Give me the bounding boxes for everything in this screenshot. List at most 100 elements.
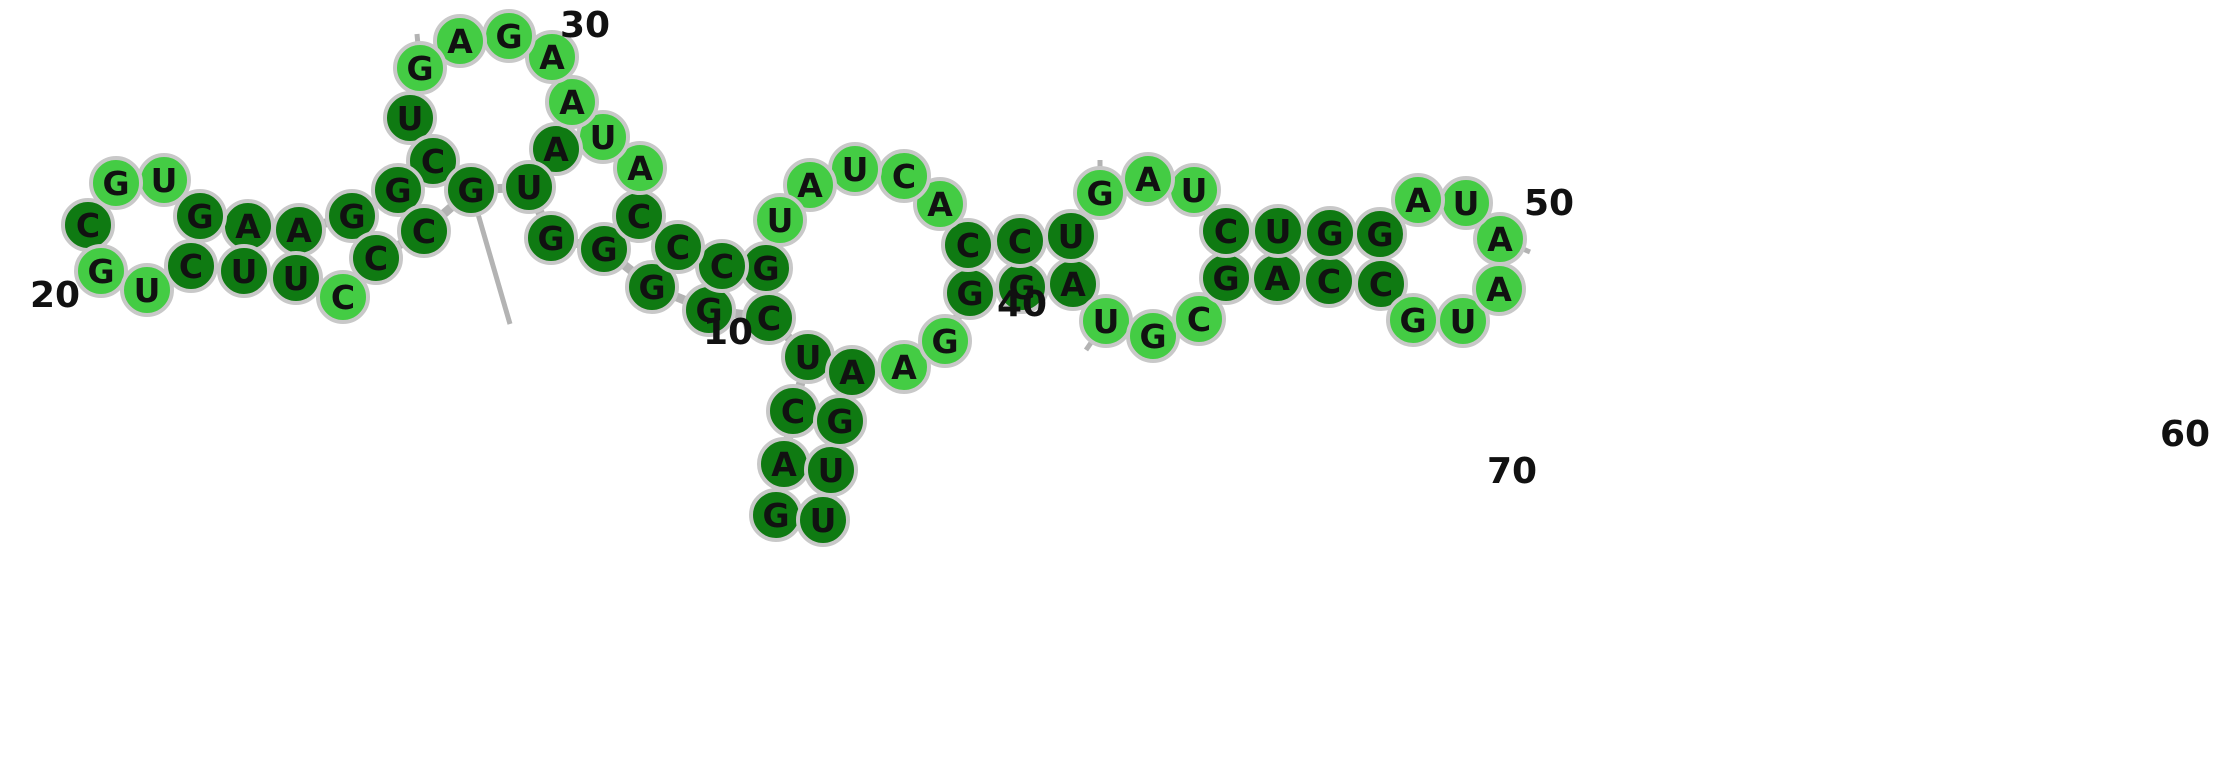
nucleotide-letter: C [1369,265,1393,304]
nucleotide-letter: C [1214,212,1238,251]
nucleotide-circle [525,30,579,84]
nucleotide: U [1044,209,1098,263]
nucleotide-letter: U [1450,302,1477,341]
nucleotide-circle [918,314,972,368]
nucleotide-circle [269,251,323,305]
position-label-20: 20 [30,275,80,316]
nucleotide-letter: C [1008,222,1032,261]
nucleotide-letter: G [762,496,789,535]
nucleotide: G [393,41,447,95]
nucleotide: A [1121,152,1175,206]
nucleotide-letter: C [892,157,916,196]
nucleotide-circle [371,163,425,217]
nucleotide: A [433,14,487,68]
nucleotide-letter: A [1060,265,1086,304]
nucleotide-letter: U [795,338,822,377]
nucleotide: G [813,394,867,448]
nucleotide: U [753,193,807,247]
nucleotide: G [1353,207,1407,261]
nucleotide-letter: G [931,322,958,361]
nucleotide: G [739,241,793,295]
nucleotide: A [913,177,967,231]
nucleotide-letter: C [781,392,805,431]
nucleotide-circle [406,134,460,188]
nucleotide: A [1250,251,1304,305]
nucleotide-letter: G [102,164,129,203]
nucleotide-letter: A [1135,160,1161,199]
nucleotide: G [1199,251,1253,305]
nucleotide-circle [524,211,578,265]
nucleotide-letter: A [539,38,565,77]
nucleotide: U [1439,176,1493,230]
nucleotide-letter: A [891,348,917,387]
nucleotide-circle [444,163,498,217]
nucleotide-circle [316,270,370,324]
nucleotide-letter: G [338,197,365,236]
nucleotide-letter: A [1264,259,1290,298]
nucleotide-circle [651,220,705,274]
nucleotide: C [695,239,749,293]
nucleotide-letter: G [1008,268,1035,307]
nucleotide: A [613,141,667,195]
nucleotide-circle [1126,309,1180,363]
nucleotide-letter: G [457,171,484,210]
nucleotide-circle [1199,204,1253,258]
nucleotide-letter: A [797,166,823,205]
nucleotide-letter: C [421,142,445,181]
nucleotide: C [397,204,451,258]
nucleotide: U [1251,204,1305,258]
nucleotide: C [1302,254,1356,308]
nucleotide: G [524,211,578,265]
nucleotide-letter: G [956,274,983,313]
nucleotide-letter: G [752,249,779,288]
nucleotide: C [612,189,666,243]
position-label-layer: 10 20 30 40 50 60 70 [30,5,2210,492]
nucleotide: G [74,244,128,298]
nucleotide-circle [383,91,437,145]
nucleotide-letter: G [1316,214,1343,253]
nucleotide-circle [1473,212,1527,266]
nucleotide: C [1172,292,1226,346]
nucleotide-letter: C [331,278,355,317]
position-label-40: 40 [997,284,1047,325]
position-label-50: 50 [1524,183,1574,224]
nucleotide: U [137,153,191,207]
nucleotide: C [61,198,115,252]
nucleotide: C [1354,257,1408,311]
nucleotide-circle [325,189,379,243]
nucleotide-letter: U [590,118,617,157]
nucleotide-circle [625,260,679,314]
nucleotide-letter: U [1265,212,1292,251]
nucleotide: G [1073,166,1127,220]
nucleotide-letter: A [543,130,569,169]
nucleotide: G [918,314,972,368]
nucleotide-letter: U [283,259,310,298]
nucleotide-letter: C [76,206,100,245]
nucleotide-letter: G [590,230,617,269]
nucleotide: A [1472,262,1526,316]
nucleotide-circle [164,239,218,293]
nucleotide-letter: G [406,49,433,88]
nucleotide-letter: C [412,212,436,251]
nucleotide-circle [120,263,174,317]
nucleotide: C [993,214,1047,268]
nucleotide: G [444,163,498,217]
nucleotide: U [576,110,630,164]
nucleotide-letter: C [757,299,781,338]
nucleotide-letter: A [927,185,953,224]
nucleotide: G [625,260,679,314]
nucleotide: A [877,340,931,394]
nucleotide: G [1386,293,1440,347]
nucleotide-letter: C [179,247,203,286]
nucleotide: A [1391,173,1445,227]
nucleotide-letter: G [384,171,411,210]
nucleotide: U [804,443,858,497]
nucleotide-circle [1172,292,1226,346]
nucleotide: U [120,263,174,317]
nucleotide: G [1126,309,1180,363]
nucleotide: G [577,222,631,276]
nucleotide-circle [397,204,451,258]
position-label-70: 70 [1487,451,1537,492]
nucleotide-letter: C [627,197,651,236]
